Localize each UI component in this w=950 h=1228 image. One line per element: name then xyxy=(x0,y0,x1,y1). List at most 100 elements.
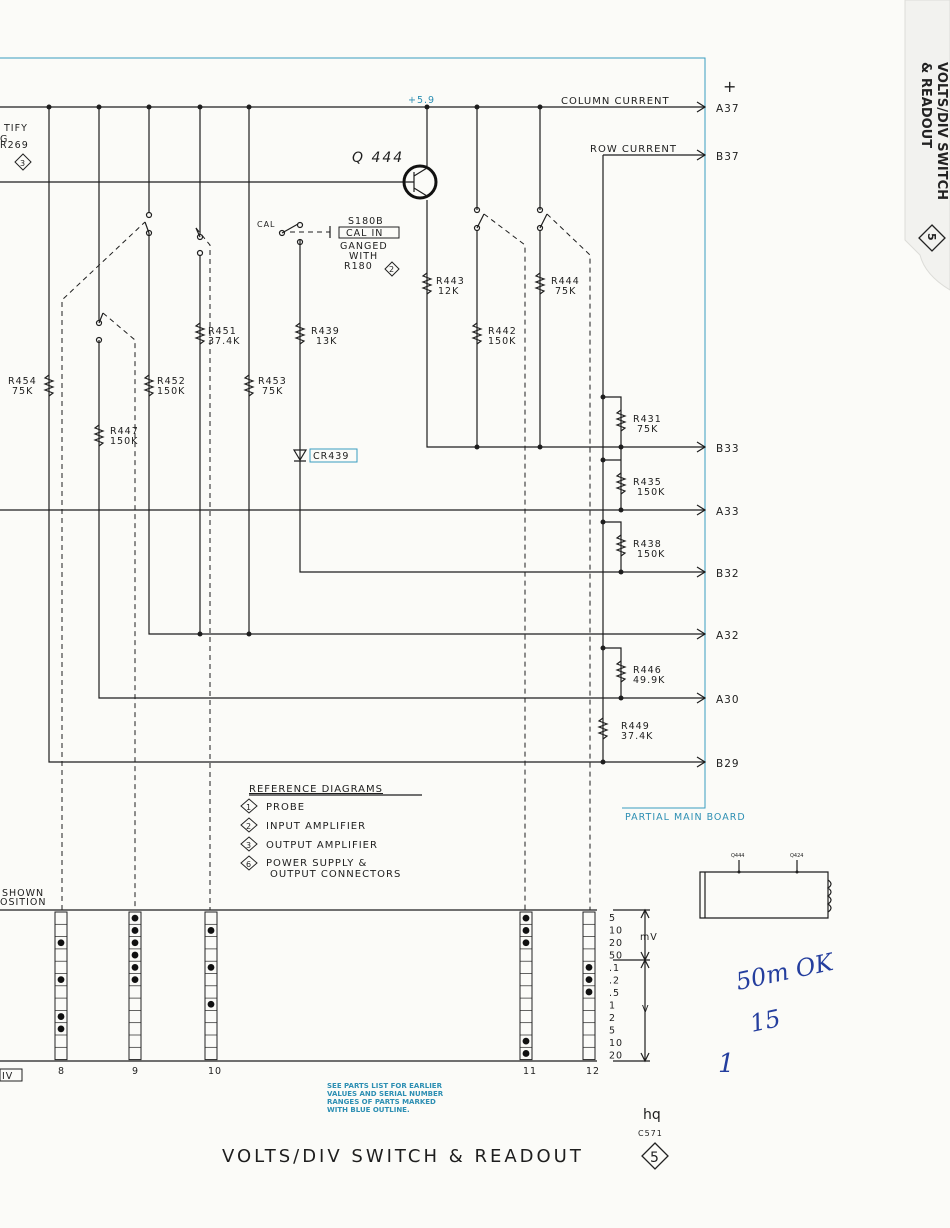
connector-pins: A37 B37 B33 A33 B32 A32 A30 B29 xyxy=(716,103,740,770)
resistor-name: R443 xyxy=(436,276,465,287)
reference-diagrams: REFERENCE DIAGRAMS 1 PROBE 2 INPUT AMPLI… xyxy=(240,784,422,880)
resistor-name: R442 xyxy=(488,326,517,337)
resistor-value: 150K xyxy=(637,487,665,498)
wiring xyxy=(0,101,707,910)
edge-position: OSITION xyxy=(0,897,47,908)
readout-column-label: 9 xyxy=(132,1066,139,1077)
readout-column: 8 xyxy=(54,911,68,1077)
switch-cal-label: CAL xyxy=(257,220,276,229)
range-value: 5 xyxy=(609,913,616,924)
resistor-name: R454 xyxy=(8,376,37,387)
readout-dot xyxy=(131,914,139,922)
handwritten-note: 15 xyxy=(747,1004,783,1038)
readout-dot xyxy=(522,914,530,922)
resistor-value: 150K xyxy=(637,549,665,560)
resistor-value: 49.9K xyxy=(633,675,665,686)
board-label: PARTIAL MAIN BOARD xyxy=(625,812,746,823)
pin-label: A30 xyxy=(716,694,740,706)
handwritten-note: 50m OK xyxy=(733,948,837,996)
readout-dot xyxy=(131,927,139,934)
readout-dot xyxy=(522,927,530,934)
readout-dot xyxy=(131,963,139,971)
parts-note-line: WITH BLUE OUTLINE. xyxy=(327,1106,410,1114)
resistor-name: R449 xyxy=(621,721,650,732)
readout-dot xyxy=(131,939,139,947)
readout-dot xyxy=(57,939,65,947)
readout-dot xyxy=(131,976,139,984)
resistor-name: R438 xyxy=(633,539,662,550)
switch-box-label: CAL IN xyxy=(346,228,383,239)
readout-dot xyxy=(585,988,593,996)
page-mark-code: C571 xyxy=(638,1129,663,1138)
resistor-name: R435 xyxy=(633,477,662,488)
switch-s180b: CAL S180B CAL IN GANGED WITH R180 2 xyxy=(257,216,400,277)
range-value: 20 xyxy=(609,1051,623,1062)
resistor-value: 75K xyxy=(262,386,283,397)
reference-num: 2 xyxy=(246,822,252,831)
pin-label: A37 xyxy=(716,103,740,115)
readout-dot xyxy=(585,976,593,984)
readout-column-label: 12 xyxy=(586,1066,600,1077)
resistor-value: 150K xyxy=(488,336,516,347)
readout-dot xyxy=(522,939,530,947)
reference-num: 6 xyxy=(246,860,252,869)
range-value: 10 xyxy=(609,926,623,937)
parts-note-line: VALUES AND SERIAL NUMBER xyxy=(327,1090,444,1098)
page-mark-hq: hq xyxy=(643,1107,661,1123)
resistor-name: R444 xyxy=(551,276,580,287)
readout-dot xyxy=(131,951,139,959)
handwritten-note: 1 xyxy=(718,1049,735,1079)
plus-mark: + xyxy=(723,77,736,96)
parts-note-line: SEE PARTS LIST FOR EARLIER xyxy=(327,1082,443,1090)
resistor-value: 37.4K xyxy=(208,336,240,347)
resistor-value: 75K xyxy=(12,386,33,397)
readout-column: 12 xyxy=(582,911,600,1077)
readout-column: 9 xyxy=(128,911,142,1077)
switch-ref: 2 xyxy=(389,265,395,274)
side-tab-line1: VOLTS/DIV SWITCH xyxy=(934,62,949,200)
resistor-name: R447 xyxy=(110,426,139,437)
reference-num: 3 xyxy=(246,841,252,850)
pin-label: B33 xyxy=(716,443,740,455)
edge-text-3: R269 xyxy=(0,140,29,151)
reference-text: OUTPUT AMPLIFIER xyxy=(266,840,378,851)
side-tab-ref: 5 xyxy=(925,233,938,241)
range-value: 5 xyxy=(609,1026,616,1037)
readout-dot xyxy=(207,927,215,934)
title-ref: 5 xyxy=(650,1150,659,1166)
diode-blue-outline xyxy=(309,448,358,463)
reference-text: POWER SUPPLY & xyxy=(266,858,367,869)
readout-column: 10 xyxy=(204,911,222,1077)
reference-text-2: OUTPUT CONNECTORS xyxy=(270,869,401,880)
diode-label: CR439 xyxy=(313,451,349,462)
range-value: 1 xyxy=(609,1001,616,1012)
readout-dot xyxy=(522,1037,530,1045)
range-value: 10 xyxy=(609,1038,623,1049)
range-value: 20 xyxy=(609,938,623,949)
resistor-value: 37.4K xyxy=(621,731,653,742)
title-ref-diamond xyxy=(641,1142,669,1170)
resistor-symbols xyxy=(43,272,627,740)
edge-shown: SHOWN xyxy=(2,888,44,899)
range-unit-v: V xyxy=(642,1004,650,1015)
range-value: 2 xyxy=(609,1013,616,1024)
side-tab-ref-diamond xyxy=(918,224,946,252)
column-current-label: COLUMN CURRENT xyxy=(561,96,670,107)
readout-dot xyxy=(57,976,65,984)
resistor-value: 13K xyxy=(316,336,337,347)
readout-dot xyxy=(207,1000,215,1008)
switch-with: WITH xyxy=(349,251,378,262)
reference-text: INPUT AMPLIFIER xyxy=(266,821,366,832)
switch-id: S180B xyxy=(348,216,384,227)
range-value: .5 xyxy=(609,988,620,999)
edge-ref-diamond xyxy=(14,153,32,171)
pin-label: B32 xyxy=(716,568,740,580)
readout-dot xyxy=(207,963,215,971)
switch-ref-diamond xyxy=(384,261,400,277)
resistor-value: 75K xyxy=(637,424,658,435)
pin-label: B37 xyxy=(716,151,740,163)
resistor-name: R452 xyxy=(157,376,186,387)
readout-column-label: 10 xyxy=(208,1066,222,1077)
thumb-label-b: Q424 xyxy=(790,853,803,859)
